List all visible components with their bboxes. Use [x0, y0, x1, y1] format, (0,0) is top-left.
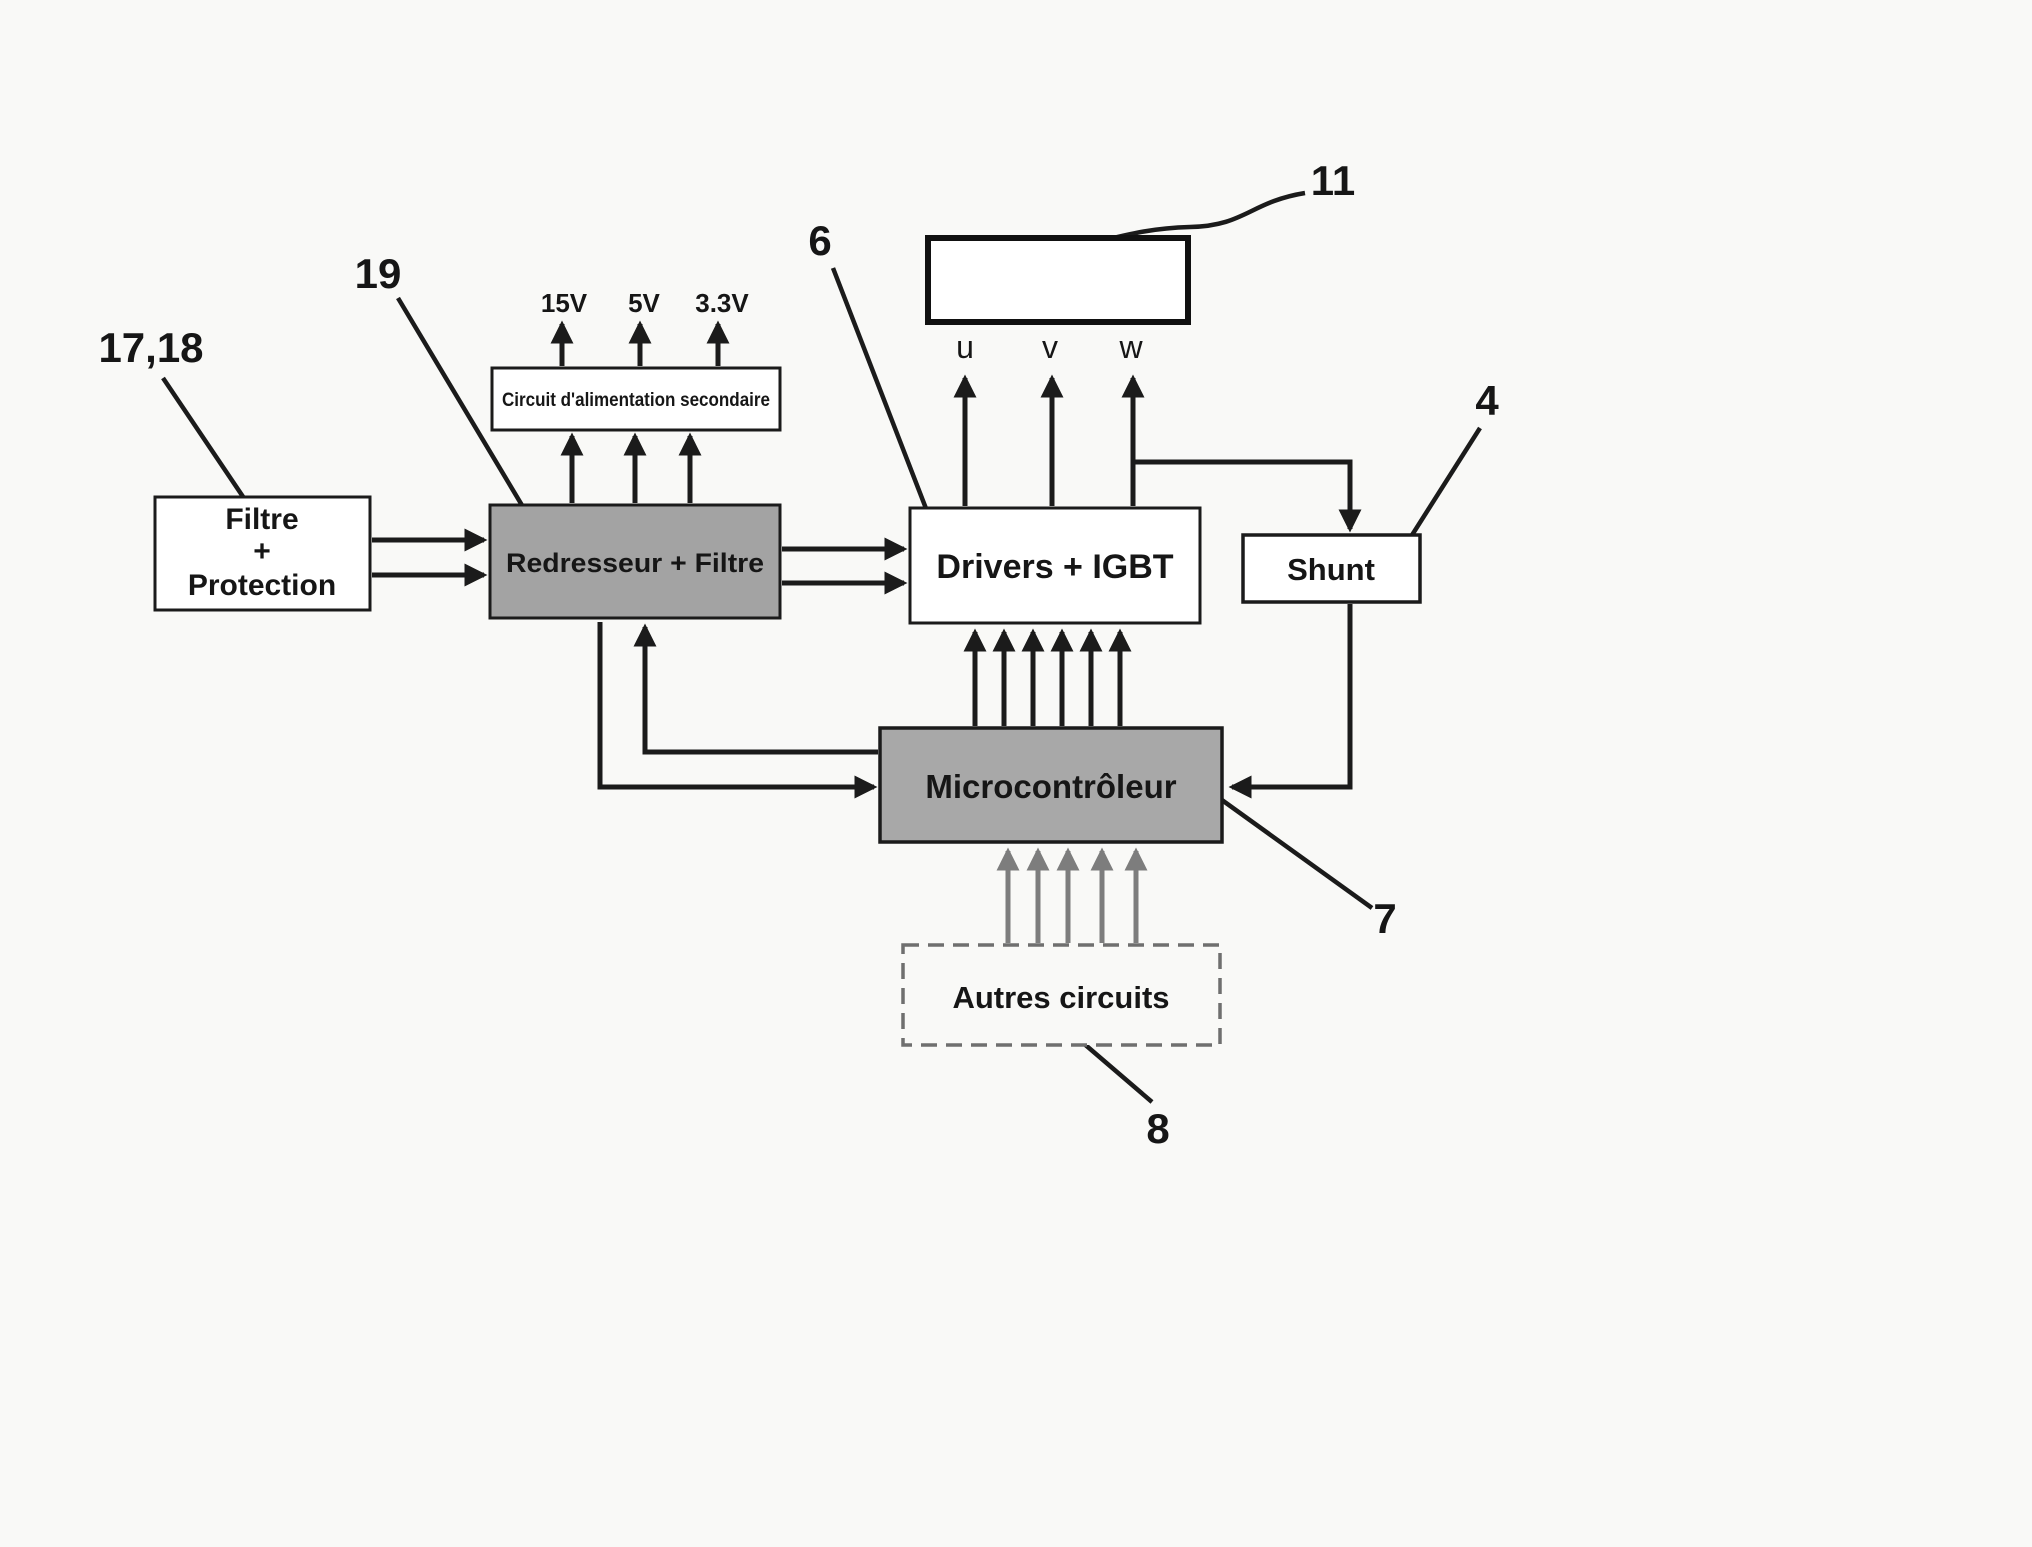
ref-4: 4: [1475, 377, 1499, 424]
autres-circuits-box: [901, 943, 1222, 1047]
block-filtre-protection: Filtre + Protection: [153, 495, 372, 612]
reference-numbers: 17,18 19 6 11 4 7 8: [98, 157, 1499, 1152]
microcontroleur-label: Microcontrôleur: [925, 768, 1176, 805]
leader-19: [396, 296, 534, 524]
leader-lines: [161, 190, 1482, 1104]
ref-11: 11: [1311, 157, 1355, 204]
motor-block: [925, 235, 1191, 325]
block-redresseur-filtre: Redresseur + Filtre: [488, 503, 782, 620]
arrow-redresseur-to-micro: [597, 622, 878, 799]
block-shunt: Shunt: [1241, 533, 1422, 604]
voltage-label-3v3: 3.3V: [695, 288, 749, 318]
redresseur-box: [488, 503, 782, 620]
redresseur-label: Redresseur + Filtre: [506, 548, 764, 578]
arrow-micro-to-redresseur: [633, 623, 878, 755]
leader-11: [1096, 190, 1306, 245]
circuit-secondaire-label: Circuit d'alimentation secondaire: [502, 390, 770, 411]
drivers-box: [908, 506, 1202, 625]
arrow-shunt-to-micro: [1228, 604, 1353, 799]
block-circuit-secondaire: Circuit d'alimentation secondaire: [490, 366, 782, 432]
arrow-phase-to-shunt: [1133, 459, 1362, 533]
block-autres-circuits: Autres circuits: [901, 943, 1222, 1047]
block-drivers-igbt: Drivers + IGBT: [908, 506, 1202, 625]
phase-label-w: w: [1118, 329, 1143, 365]
autres-circuits-label: Autres circuits: [952, 980, 1169, 1015]
drivers-label: Drivers + IGBT: [936, 548, 1173, 586]
filtre-label-line2: +: [253, 535, 271, 568]
ref-8: 8: [1146, 1105, 1169, 1152]
voltage-labels: 15V 5V 3.3V: [541, 288, 750, 318]
leader-17-18: [161, 376, 258, 518]
phase-label-u: u: [956, 329, 974, 365]
ref-17-18: 17,18: [98, 324, 203, 371]
shunt-label: Shunt: [1287, 552, 1375, 587]
filtre-label-line1: Filtre: [225, 503, 298, 536]
ref-6: 6: [808, 217, 831, 264]
leader-6: [830, 267, 935, 525]
voltage-label-15v: 15V: [541, 288, 588, 318]
leader-7: [1206, 788, 1374, 910]
microcontroleur-box: [878, 726, 1224, 844]
filtre-box: [153, 495, 372, 612]
shunt-box: [1241, 533, 1422, 604]
connections-autres: [996, 847, 1148, 943]
leader-4: [1398, 426, 1482, 556]
connections: [372, 320, 1362, 799]
ref-7: 7: [1373, 895, 1396, 942]
filtre-label-line3: Protection: [188, 569, 336, 602]
ref-19: 19: [355, 250, 402, 297]
phase-labels: u v w: [956, 329, 1143, 365]
block-microcontroleur: Microcontrôleur: [878, 726, 1224, 844]
phase-label-v: v: [1042, 329, 1058, 365]
voltage-label-5v: 5V: [628, 288, 660, 318]
circuit-secondaire-box: [490, 366, 782, 432]
